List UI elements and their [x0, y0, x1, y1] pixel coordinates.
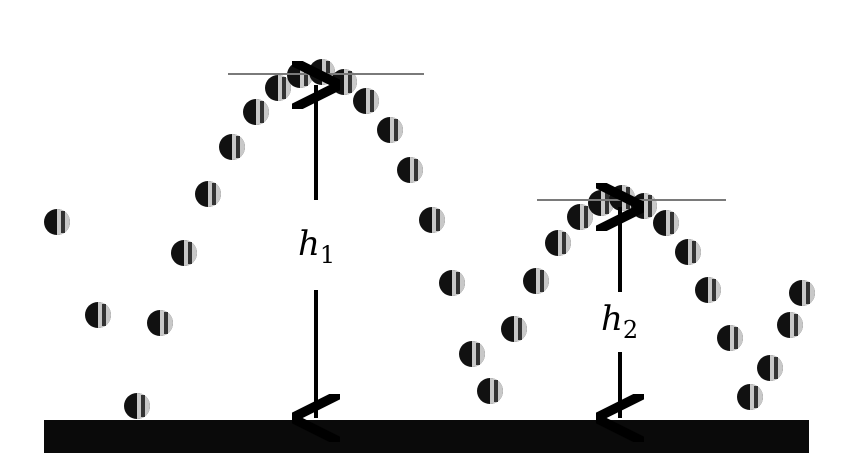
h1-label: h1 — [298, 224, 335, 269]
ball-position — [567, 204, 593, 230]
ball-position — [717, 325, 743, 351]
ground-surface — [44, 420, 809, 453]
ball-position — [353, 88, 379, 114]
ball-positions — [44, 59, 815, 419]
ball-position — [44, 209, 70, 235]
ball-position — [195, 181, 221, 207]
ball-position — [147, 310, 173, 336]
ball-position — [219, 134, 245, 160]
ball-position — [789, 280, 815, 306]
ball-position — [695, 277, 721, 303]
ball-position — [243, 99, 269, 125]
ball-position — [265, 75, 291, 101]
ball-position — [653, 210, 679, 236]
ball-position — [757, 355, 783, 381]
ball-position — [477, 378, 503, 404]
ball-position — [459, 341, 485, 367]
ball-position — [377, 117, 403, 143]
ball-position — [124, 393, 150, 419]
ball-position — [631, 193, 657, 219]
ball-position — [419, 207, 445, 233]
ball-position — [397, 157, 423, 183]
ball-position — [171, 240, 197, 266]
ball-position — [737, 384, 763, 410]
h2-label: h2 — [601, 299, 638, 344]
ball-position — [85, 302, 111, 328]
ball-position — [439, 270, 465, 296]
ball-position — [675, 239, 701, 265]
ball-position — [331, 69, 357, 95]
ball-position — [777, 312, 803, 338]
ball-position — [523, 268, 549, 294]
ball-position — [545, 230, 571, 256]
ball-position — [501, 316, 527, 342]
